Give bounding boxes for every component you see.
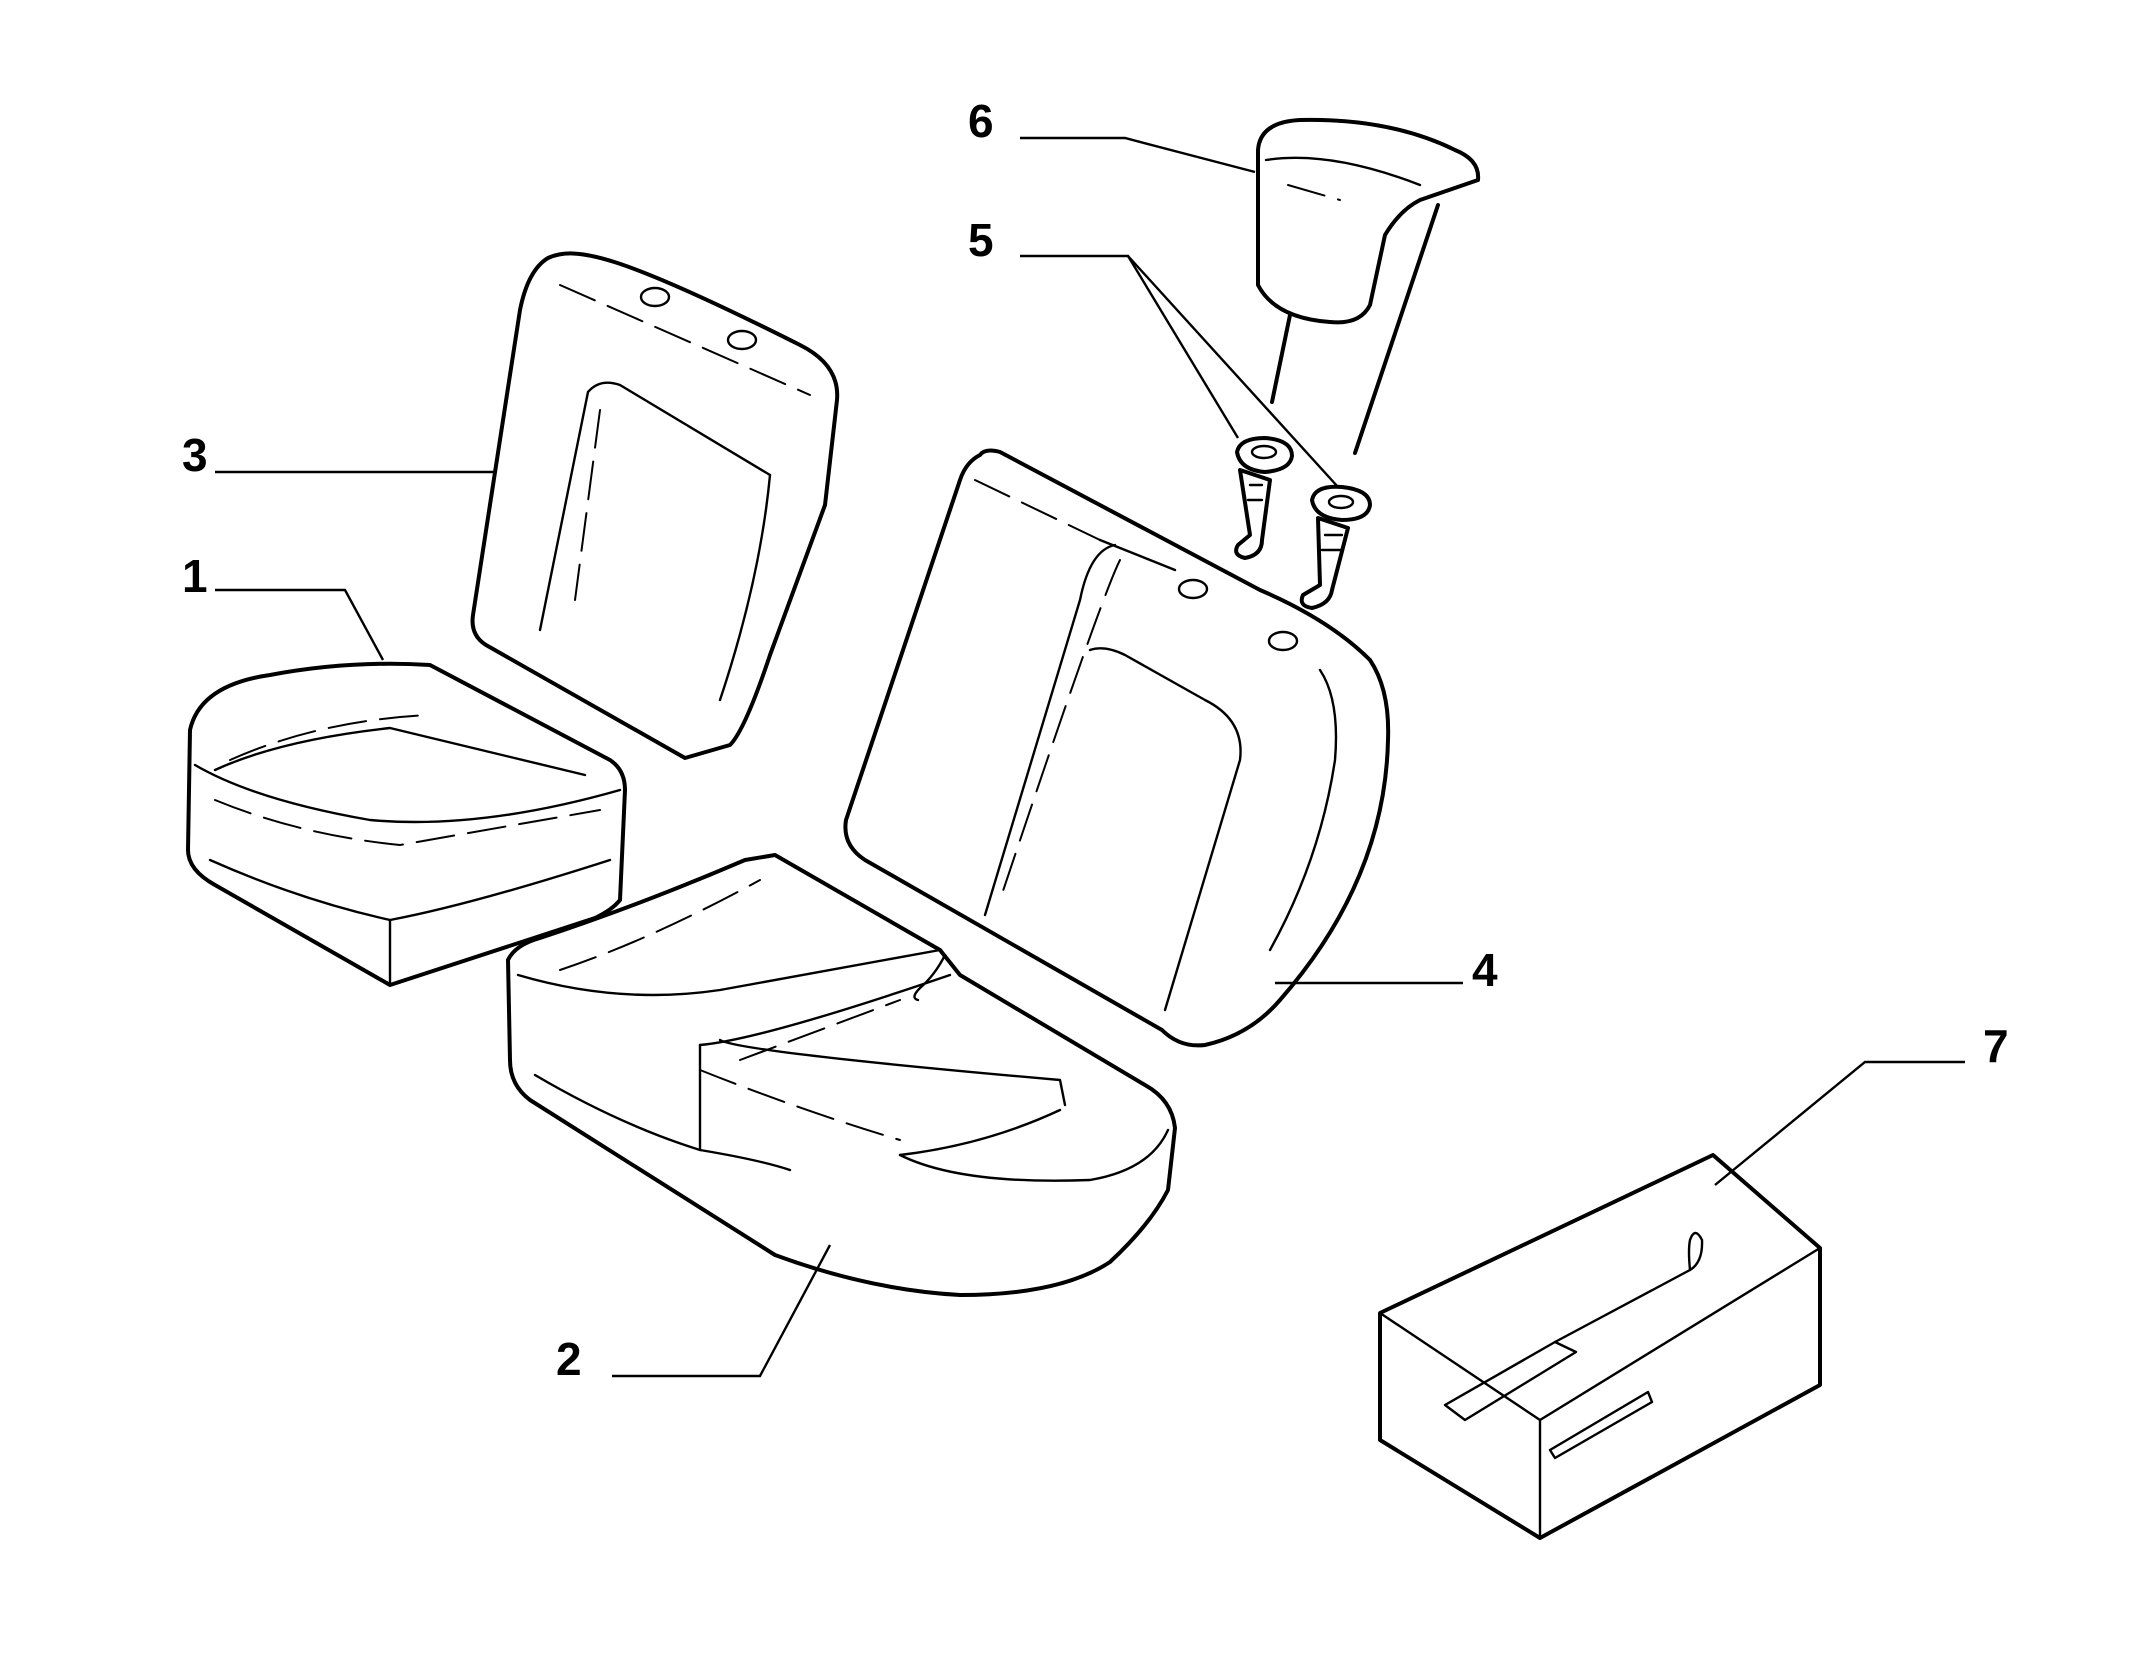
callout-3: 3 (182, 429, 208, 481)
leader-5a (1020, 254, 1240, 439)
leader-lines (215, 136, 1965, 1378)
callout-labels: 6 5 3 1 4 7 2 (182, 95, 2009, 1385)
leader-6 (1020, 136, 1256, 174)
callout-2: 2 (556, 1333, 582, 1385)
leader-1 (215, 588, 385, 661)
guide-right (1299, 484, 1372, 610)
part-5-headrest-guides[interactable] (1234, 436, 1372, 610)
part-4-bench-backrest[interactable] (843, 448, 1391, 1048)
part-7-kit-box[interactable] (1378, 1153, 1822, 1540)
leader-5b (1127, 255, 1339, 488)
callout-7: 7 (1983, 1020, 2009, 1072)
guide-left (1234, 436, 1294, 560)
leader-7 (1714, 1060, 1965, 1186)
part-3-single-backrest[interactable] (470, 251, 840, 760)
callout-5: 5 (968, 214, 994, 266)
callout-1: 1 (182, 550, 208, 602)
leader-2 (612, 1244, 832, 1378)
part-6-headrest[interactable] (1256, 117, 1481, 455)
callout-4: 4 (1472, 944, 1498, 996)
part-1-single-cushion[interactable] (186, 661, 627, 987)
callout-6: 6 (968, 95, 994, 147)
